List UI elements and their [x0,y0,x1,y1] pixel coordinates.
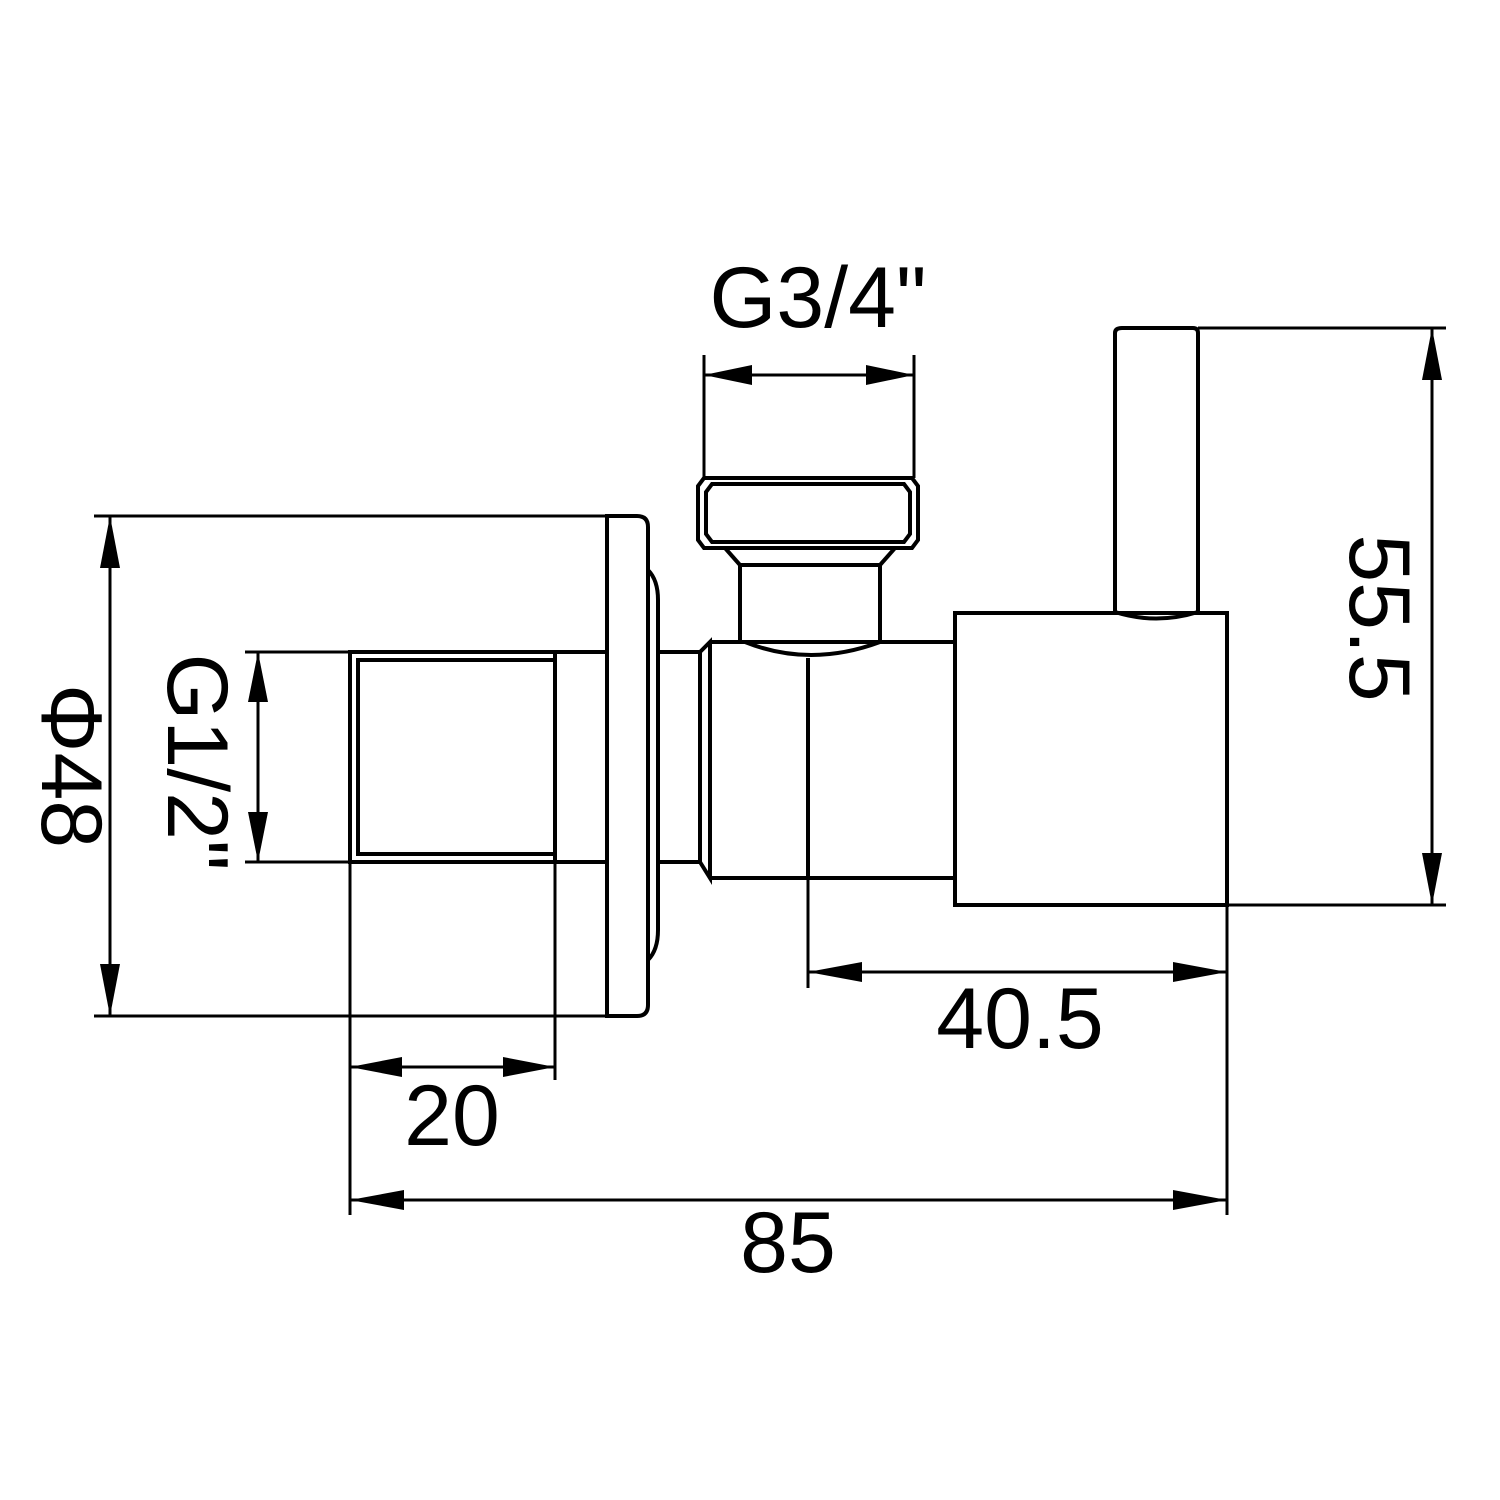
dim-overall-height: 55.5 [1198,326,1446,907]
inlet-thread [348,650,607,864]
arrow-head [248,652,268,702]
arrow-head [100,516,120,568]
dim-thread-length-label: 20 [404,1068,500,1164]
dim-body-length: 40.5 [806,878,1229,1215]
dim-overall-height-label: 55.5 [1331,534,1427,701]
dim-inlet-thread: G1/2" [149,650,350,871]
arrow-head [1422,853,1442,905]
dim-overall-length: 85 [350,1190,1227,1291]
arrow-head [1173,1190,1227,1210]
arrow-head [808,962,862,982]
dim-overall-length-label: 85 [740,1195,836,1291]
valve-body [710,640,955,880]
handle-housing [953,611,1229,907]
arrow-head [1173,962,1227,982]
arrow-head [866,365,914,385]
dim-top-thread: G3/4" [702,250,927,478]
arrow-head [503,1057,555,1077]
dim-body-length-label: 40.5 [936,971,1103,1067]
connection-ring [698,637,712,885]
dim-top-thread-label: G3/4" [710,250,927,346]
dim-flange-diameter: Φ48 [23,514,607,1018]
handle-lever [1113,326,1200,621]
arrow-head [100,964,120,1016]
arrow-head [248,812,268,862]
neck [658,650,700,864]
arrow-head [704,365,752,385]
arrow-head [350,1057,402,1077]
dim-flange-diameter-label: Φ48 [23,684,119,848]
wall-flange [605,514,650,1018]
valve-outline [348,326,1229,1018]
dim-thread-length: 20 [348,862,557,1215]
flange-hub [646,568,660,962]
arrow-head [1422,328,1442,380]
top-outlet [696,476,920,644]
dim-inlet-thread-label: G1/2" [149,654,245,871]
arrow-head [350,1190,404,1210]
